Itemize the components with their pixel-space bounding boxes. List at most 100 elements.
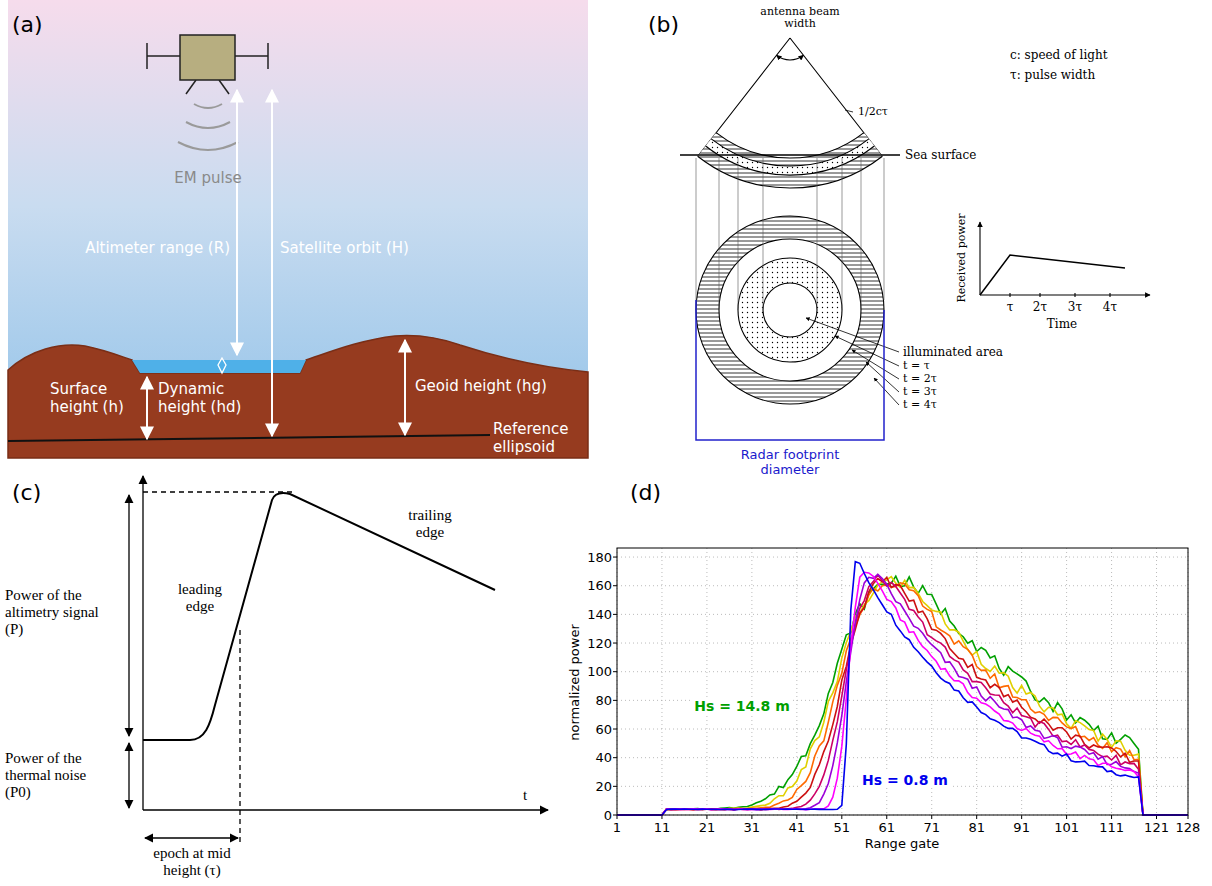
- reference-ellipsoid-line: [8, 435, 490, 441]
- axis-label: 21: [699, 820, 716, 835]
- annotation-label: EM pulse: [174, 169, 241, 187]
- annotation-label: c: speed of light: [1010, 48, 1108, 62]
- waveform-curve: [617, 562, 1188, 815]
- axis-label: 31: [744, 820, 761, 835]
- waveform-curve: [617, 577, 1188, 815]
- panel-b: [680, 38, 1150, 440]
- annotation-label: Received power: [956, 213, 968, 302]
- axis-label: 60: [595, 722, 612, 737]
- tick-mark: [841, 815, 842, 819]
- axis-label: 80: [595, 693, 612, 708]
- pulse-shell-hatch: [698, 133, 883, 188]
- tick-mark: [613, 700, 617, 701]
- axis: [142, 476, 143, 810]
- footprint-ring: [696, 216, 884, 404]
- leader-line: [845, 110, 853, 112]
- tick-mark: [1021, 815, 1022, 819]
- grid-line: [617, 557, 1188, 558]
- tick-mark: [796, 815, 797, 819]
- axis-label: 1: [613, 820, 621, 835]
- axis-label: 180: [587, 550, 612, 565]
- waveform-curve: [617, 576, 1188, 815]
- annotation-label: Altimeter range (R): [85, 239, 230, 257]
- pulse-arc: [716, 133, 864, 158]
- antenna-cone: [698, 38, 882, 156]
- panel-c: [129, 476, 548, 845]
- axis-label: 111: [1099, 820, 1124, 835]
- grid-line: [661, 548, 662, 815]
- waveform-curve: [617, 574, 1188, 815]
- tick-mark: [613, 729, 617, 730]
- tick-mark: [751, 815, 752, 819]
- axis-label: 81: [968, 820, 985, 835]
- axis-label: 100: [587, 664, 612, 679]
- axis-label: 120: [587, 636, 612, 651]
- annotation-label: Dynamic height (hd): [158, 380, 258, 416]
- projection-lines: [696, 158, 884, 310]
- solar-panel: [146, 43, 148, 69]
- axis-label: 128: [1176, 820, 1201, 835]
- tick-mark: [706, 815, 707, 819]
- annotation-label: antenna beam width: [753, 6, 848, 30]
- wave-arc: [194, 104, 222, 108]
- satellite-arm: [147, 55, 180, 57]
- tick-mark: [886, 815, 887, 819]
- annotation-label: 3τ: [1068, 300, 1082, 314]
- sky: [8, 0, 588, 458]
- pulse-arc: [698, 156, 883, 188]
- wave-arc: [178, 142, 238, 150]
- annotation-label: trailing edge: [395, 507, 465, 541]
- orbit-arrow: [271, 90, 273, 436]
- annotation-label: t = 4τ: [903, 399, 937, 411]
- annotation-label: Geoid height (hg): [415, 377, 547, 395]
- axis-label: 121: [1144, 820, 1169, 835]
- grid-line: [617, 671, 1188, 672]
- annotation-label: illuminated area: [903, 345, 1003, 359]
- epoch-arrow: [145, 837, 238, 838]
- grid-line: [1066, 548, 1067, 815]
- annotation-label: Satellite orbit (H): [280, 239, 409, 257]
- grid-line: [1156, 548, 1157, 815]
- annotation-label: Power of the altimetry signal (P): [5, 587, 105, 638]
- footprint-ring: [763, 283, 817, 337]
- tick-mark: [613, 557, 617, 558]
- dimension-label: Radar footprint diameter: [725, 447, 855, 477]
- annotation-label: τ: [1007, 300, 1014, 314]
- series-label: Hs = 0.8 m: [860, 772, 950, 788]
- axis-label: 91: [1013, 820, 1030, 835]
- waveform-curve: [617, 572, 1188, 815]
- axis-label: 20: [595, 779, 612, 794]
- leader-arrows: [806, 318, 899, 405]
- height-arrows: [147, 90, 405, 439]
- tick-mark: [613, 643, 617, 644]
- axis: [143, 809, 548, 810]
- pulse-arc: [711, 139, 869, 166]
- annotation-label: t: [523, 787, 527, 804]
- satellite: [147, 35, 268, 94]
- terrain: [8, 335, 588, 458]
- tick-mark: [976, 815, 977, 819]
- surface-height-arrow: [146, 377, 148, 439]
- annotation-label: epoch at mid height (τ): [142, 845, 242, 879]
- axis-label: 140: [587, 607, 612, 622]
- em-pulse-waves: [178, 104, 238, 150]
- pulse-shell-dots: [706, 139, 875, 175]
- satellite-body: [180, 35, 235, 80]
- noise-arrow: [128, 743, 129, 808]
- tick-mark: [613, 757, 617, 758]
- tick-mark: [931, 815, 932, 819]
- chart-grid: [613, 548, 1188, 819]
- axis-label: 51: [834, 820, 851, 835]
- waveform-curve: [617, 577, 1188, 815]
- series-label: Hs = 14.8 m: [692, 698, 792, 714]
- panel-d: [613, 548, 1188, 819]
- annotation-label: t = τ: [903, 360, 930, 372]
- annotation-label: 4τ: [1103, 300, 1117, 314]
- waveform-series: [617, 562, 1188, 815]
- panel-letter: (b): [648, 12, 679, 37]
- return-power-curve: [980, 255, 1125, 295]
- axis-label: 71: [923, 820, 940, 835]
- annotation-label: Reference ellipsoid: [493, 420, 585, 456]
- annotation-label: t = 2τ: [903, 373, 937, 385]
- tick-mark: [1111, 815, 1112, 819]
